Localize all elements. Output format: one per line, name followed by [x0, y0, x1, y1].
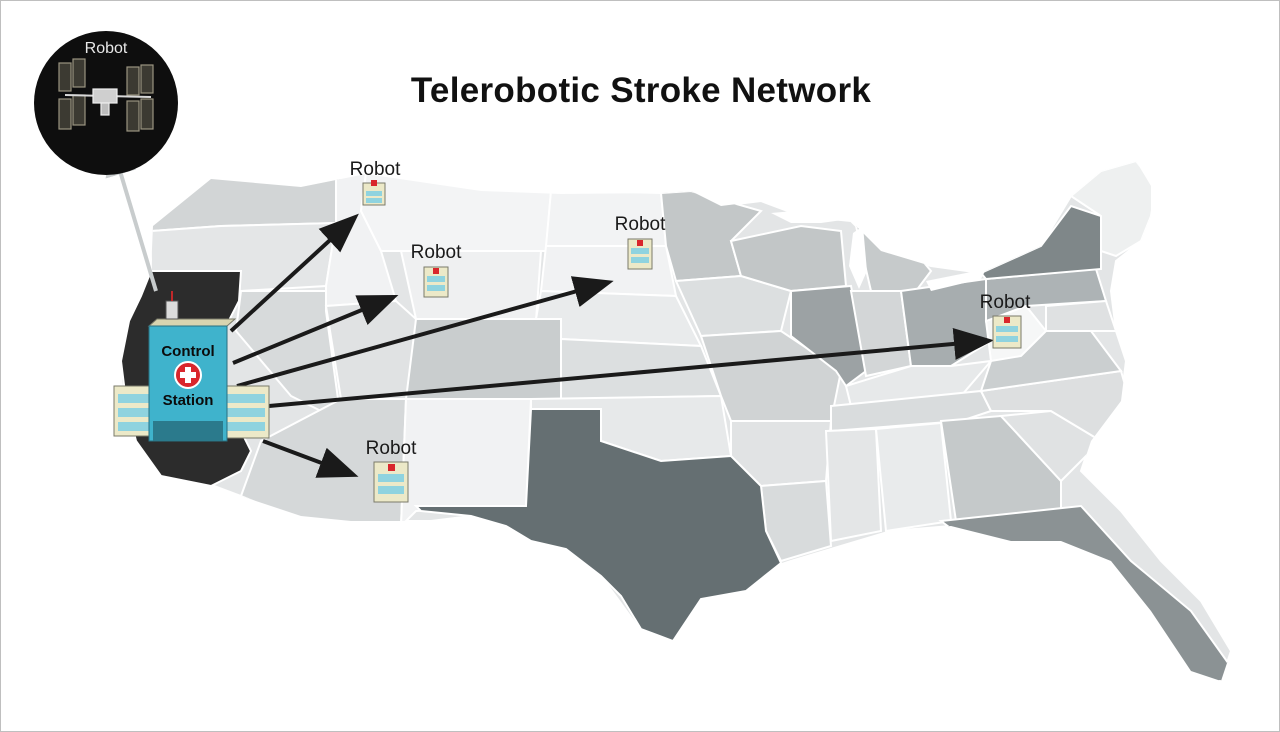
robot-label: Robot: [366, 438, 417, 459]
state-georgia: [939, 414, 1062, 522]
arrow-to-wyoming: [232, 294, 399, 365]
state-new-york: [979, 204, 1102, 281]
state-montana: [359, 171, 553, 252]
state-utah: [324, 299, 418, 403]
robot-label: Robot: [350, 159, 401, 180]
satellite-icon: [58, 58, 154, 132]
robot-label: Robot: [980, 292, 1031, 313]
robot-label: Robot: [615, 214, 666, 235]
us-map: [119, 159, 1233, 683]
diagram-title: Telerobotic Stroke Network: [410, 71, 872, 110]
robot-site-idaho[interactable]: Robot: [350, 159, 401, 206]
control-station[interactable]: Control Station: [113, 291, 270, 442]
state-mississippi: [824, 427, 883, 543]
control-station-line2: Station: [163, 392, 214, 409]
lake-superior: [771, 206, 871, 223]
uplink-arrow: [105, 143, 158, 292]
control-station-line1: Control: [161, 343, 214, 360]
robot-site-new-mexico[interactable]: Robot: [366, 438, 417, 503]
connection-arrows: [229, 213, 994, 478]
state-washington: [150, 169, 343, 233]
space-station-label: Robot: [85, 40, 128, 57]
state-nebraska: [534, 289, 703, 348]
hospital-icon: [362, 180, 386, 206]
state-new-england: [1069, 161, 1158, 258]
hospital-icon: [423, 266, 449, 298]
robot-label: Robot: [411, 242, 462, 263]
arrow-to-south-dakota: [236, 276, 614, 388]
robot-site-west-virginia[interactable]: Robot: [980, 292, 1031, 349]
state-iowa: [674, 274, 793, 338]
state-florida: [938, 504, 1231, 681]
robot-site-wyoming[interactable]: Robot: [411, 242, 462, 298]
lake-michigan: [849, 226, 867, 289]
space-station[interactable]: Robot: [34, 31, 178, 175]
arrow-to-idaho: [229, 213, 359, 333]
state-alabama: [874, 421, 953, 533]
hospital-icon: [992, 315, 1022, 349]
arrow-to-new-mexico: [262, 439, 359, 478]
state-texas: [413, 408, 783, 643]
hospital-icon: [627, 238, 653, 270]
robot-site-south-dakota[interactable]: Robot: [615, 214, 666, 270]
state-maryland: [1045, 299, 1118, 332]
hospital-icon: [373, 461, 409, 503]
state-south-dakota: [539, 245, 678, 298]
arrow-to-west-virginia: [268, 327, 994, 408]
lake-erie: [926, 269, 986, 291]
